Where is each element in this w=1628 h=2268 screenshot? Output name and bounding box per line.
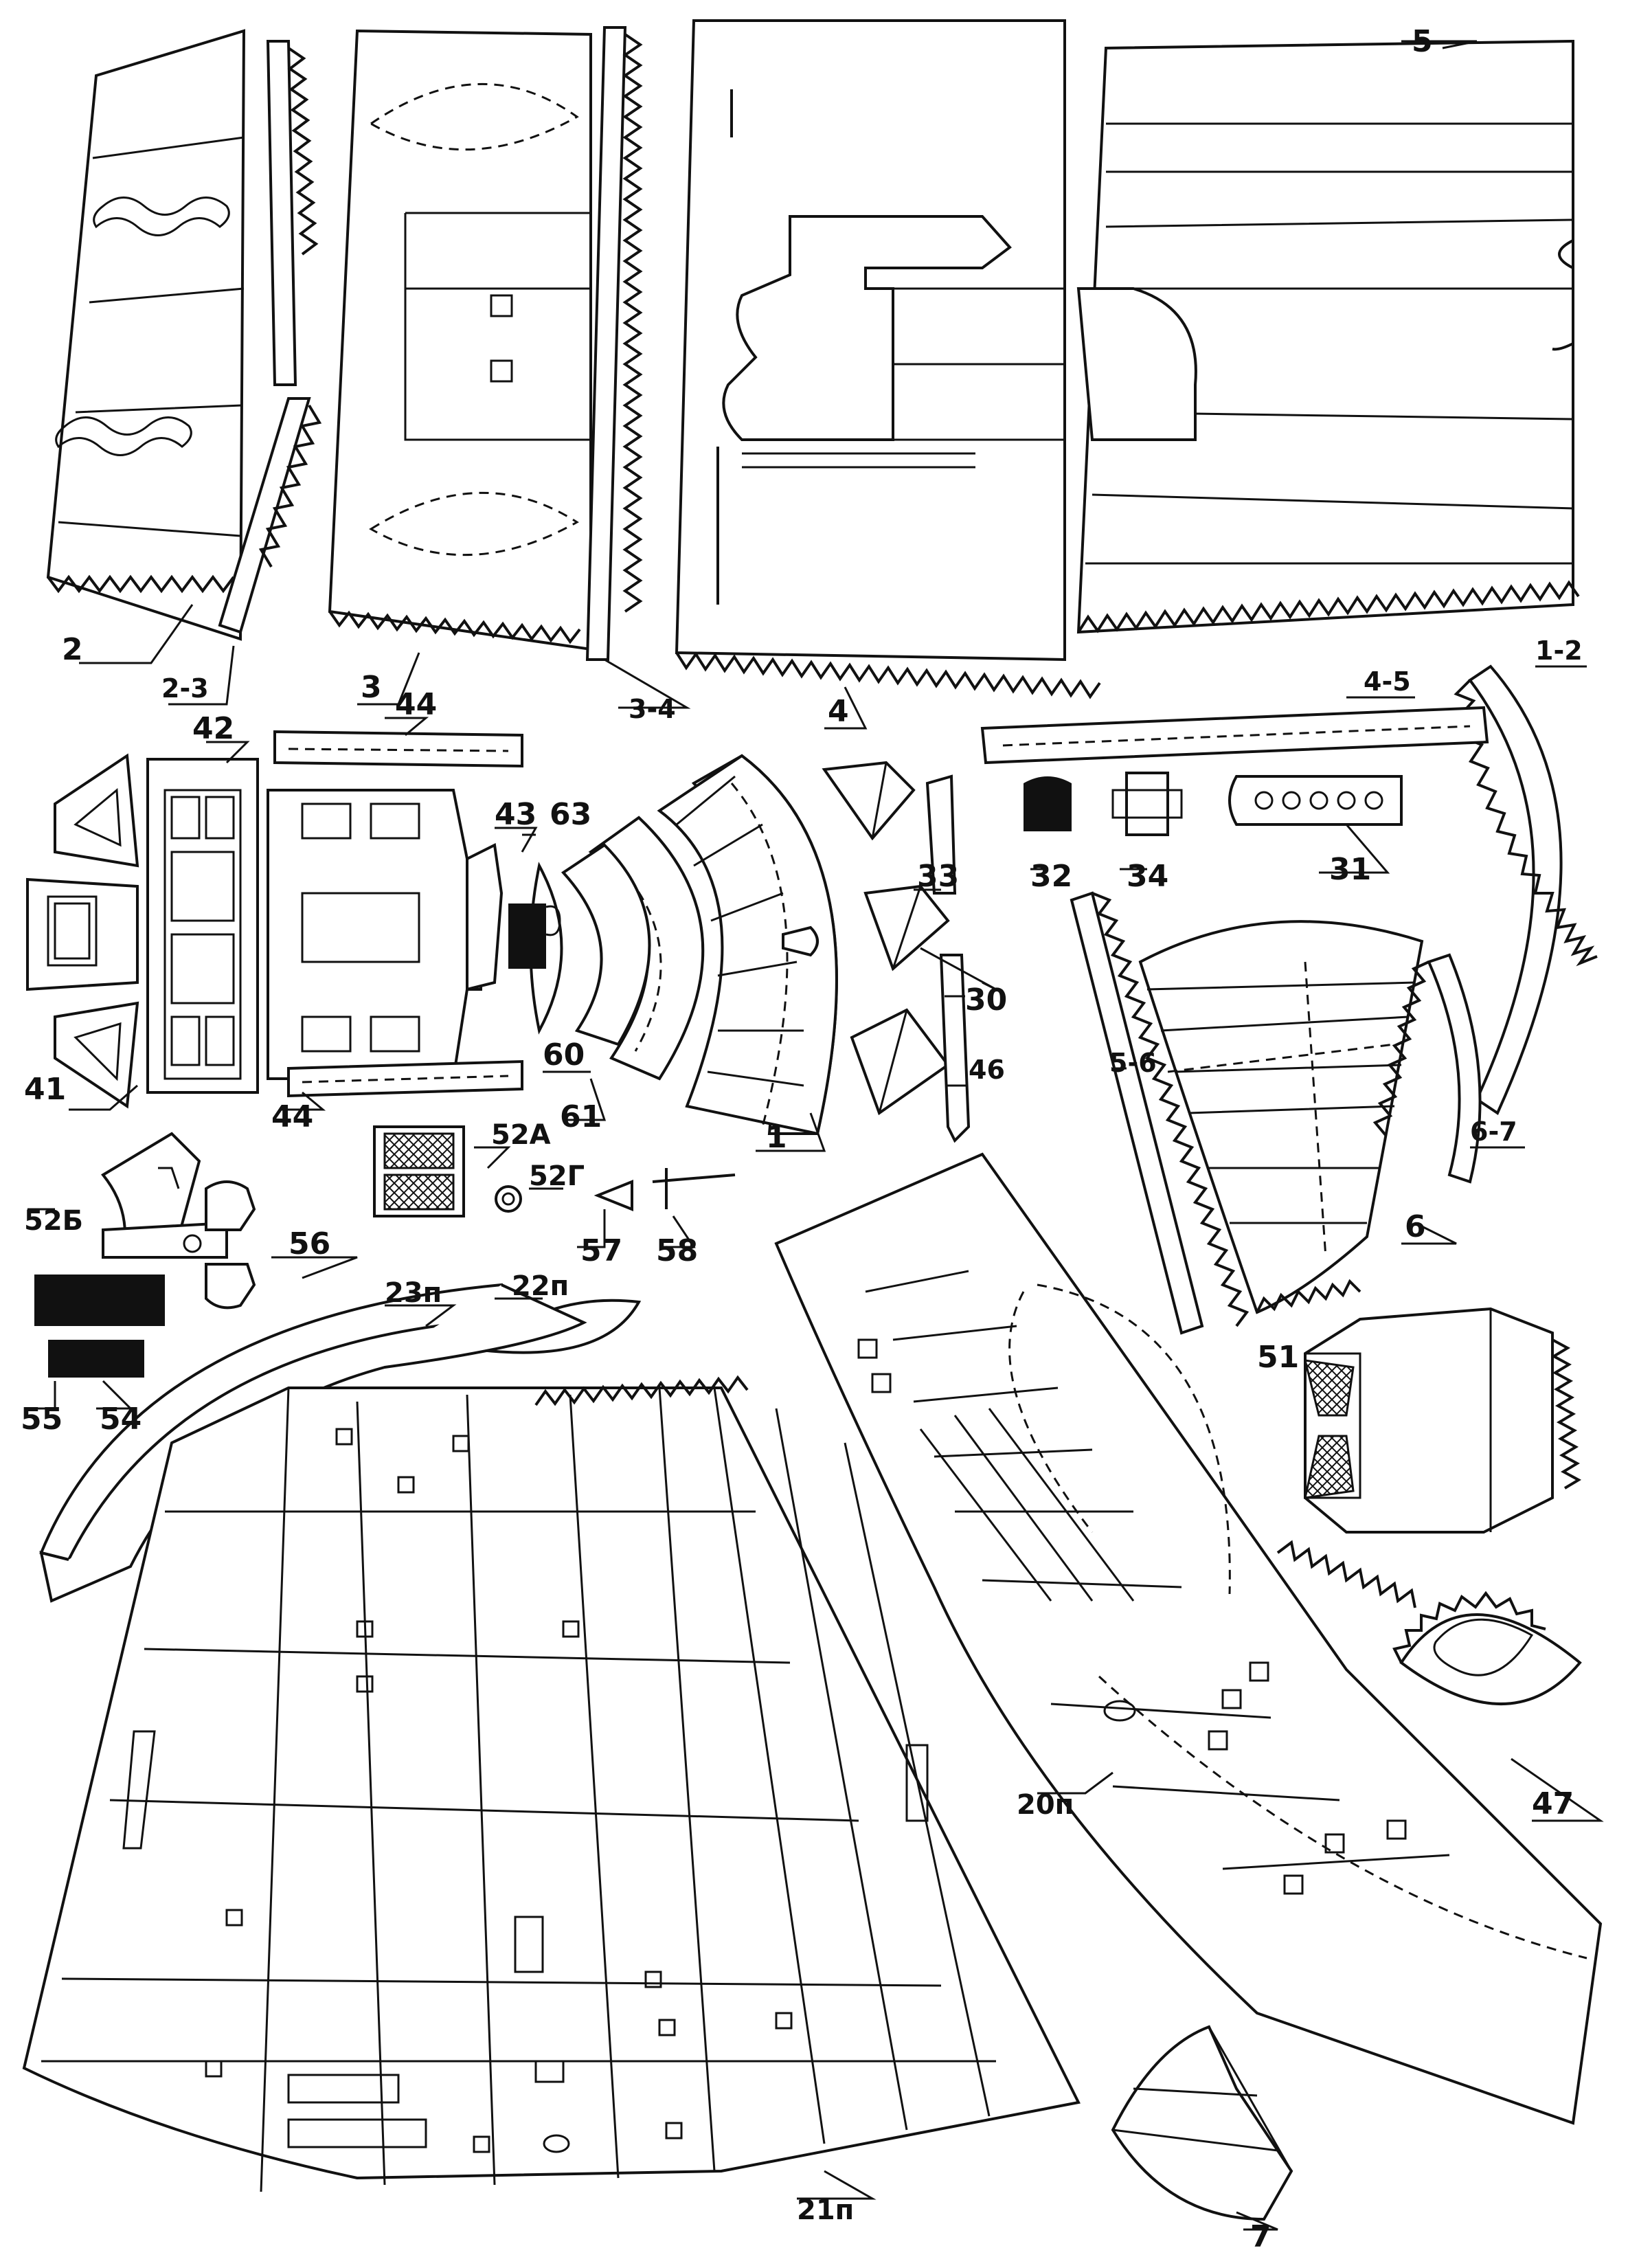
part-21 <box>22 1375 1081 2192</box>
part-54 <box>48 1340 144 1378</box>
label-60: 60 <box>543 1037 585 1073</box>
part-5 <box>1076 39 1580 634</box>
label-4-5: 4-5 <box>1364 666 1411 697</box>
part-44-top <box>273 730 523 768</box>
label-20: 20п <box>1017 1789 1074 1821</box>
label-47: 47 <box>1532 1786 1574 1821</box>
part-47 <box>1392 1591 1582 1705</box>
part-52a <box>373 1125 465 1217</box>
part-labels: 2 2-3 3 3-4 4 5 1-2 4-5 31 34 32 33 30 4… <box>21 24 1583 2254</box>
label-33: 33 <box>917 859 959 894</box>
label-7: 7 <box>1250 2219 1271 2254</box>
part-6-7 <box>1372 953 1482 1184</box>
part-51 <box>1304 1307 1582 1534</box>
label-55: 55 <box>21 1402 63 1437</box>
label-5-6: 5-6 <box>1109 1048 1157 1078</box>
label-51: 51 <box>1257 1340 1299 1375</box>
label-22: 22п <box>512 1270 569 1302</box>
label-4: 4 <box>828 694 849 729</box>
part-44-bottom <box>287 1059 523 1098</box>
part-57 <box>593 1180 633 1211</box>
label-1-2: 1-2 <box>1535 636 1583 666</box>
label-3: 3 <box>361 670 382 705</box>
label-41: 41 <box>24 1072 66 1107</box>
part-2 <box>46 29 246 641</box>
part-3-4 <box>585 26 643 661</box>
part-55 <box>34 1275 165 1326</box>
part-42 <box>146 758 482 1094</box>
label-6: 6 <box>1405 1209 1426 1244</box>
part-63 <box>508 862 563 1035</box>
part-20 <box>774 1152 1603 2125</box>
part-6 <box>1138 920 1424 1314</box>
part-58 <box>652 1168 736 1209</box>
part-31 <box>1228 775 1403 826</box>
label-2-3: 2-3 <box>161 673 209 704</box>
leader-lines <box>27 40 1604 2231</box>
label-43: 43 <box>495 797 536 832</box>
label-1: 1 <box>766 1120 787 1155</box>
part-34 <box>1111 772 1183 836</box>
label-23: 23п <box>385 1277 442 1309</box>
part-32 <box>1024 776 1072 831</box>
part-1 <box>657 754 838 1136</box>
part-43 <box>466 842 504 991</box>
label-42: 42 <box>192 711 234 746</box>
label-56: 56 <box>289 1226 330 1261</box>
part-2-3 <box>218 40 322 634</box>
part-30 <box>822 761 950 1116</box>
label-32: 32 <box>1030 859 1072 894</box>
part-33 <box>925 774 957 895</box>
label-30: 30 <box>965 983 1007 1018</box>
label-44-top: 44 <box>395 687 437 722</box>
label-3-4: 3-4 <box>629 694 676 724</box>
label-57: 57 <box>580 1233 622 1268</box>
part-3 <box>328 29 592 651</box>
part-5-6 <box>1070 891 1250 1335</box>
part-56 <box>102 1180 256 1310</box>
label-5: 5 <box>1412 24 1433 59</box>
label-44-bottom: 44 <box>271 1099 313 1134</box>
label-31: 31 <box>1329 852 1371 887</box>
label-6-7: 6-7 <box>1470 1116 1517 1147</box>
part-4-5 <box>980 706 1489 765</box>
label-54: 54 <box>100 1402 142 1437</box>
label-21: 21п <box>797 2194 854 2226</box>
label-52a: 52А <box>491 1119 551 1151</box>
part-46 <box>939 954 971 1143</box>
label-2: 2 <box>62 632 83 667</box>
label-52g: 52Г <box>529 1160 585 1192</box>
label-61: 61 <box>560 1099 602 1134</box>
label-63: 63 <box>550 797 591 832</box>
label-52b: 52Б <box>24 1205 83 1237</box>
label-34: 34 <box>1127 859 1168 894</box>
part-52g <box>495 1185 522 1213</box>
part-41 <box>26 753 139 1109</box>
part-60 <box>561 843 651 1046</box>
label-46: 46 <box>969 1055 1005 1085</box>
part-7 <box>1111 2025 1293 2221</box>
part-4 <box>675 19 1101 699</box>
label-58: 58 <box>656 1233 698 1268</box>
